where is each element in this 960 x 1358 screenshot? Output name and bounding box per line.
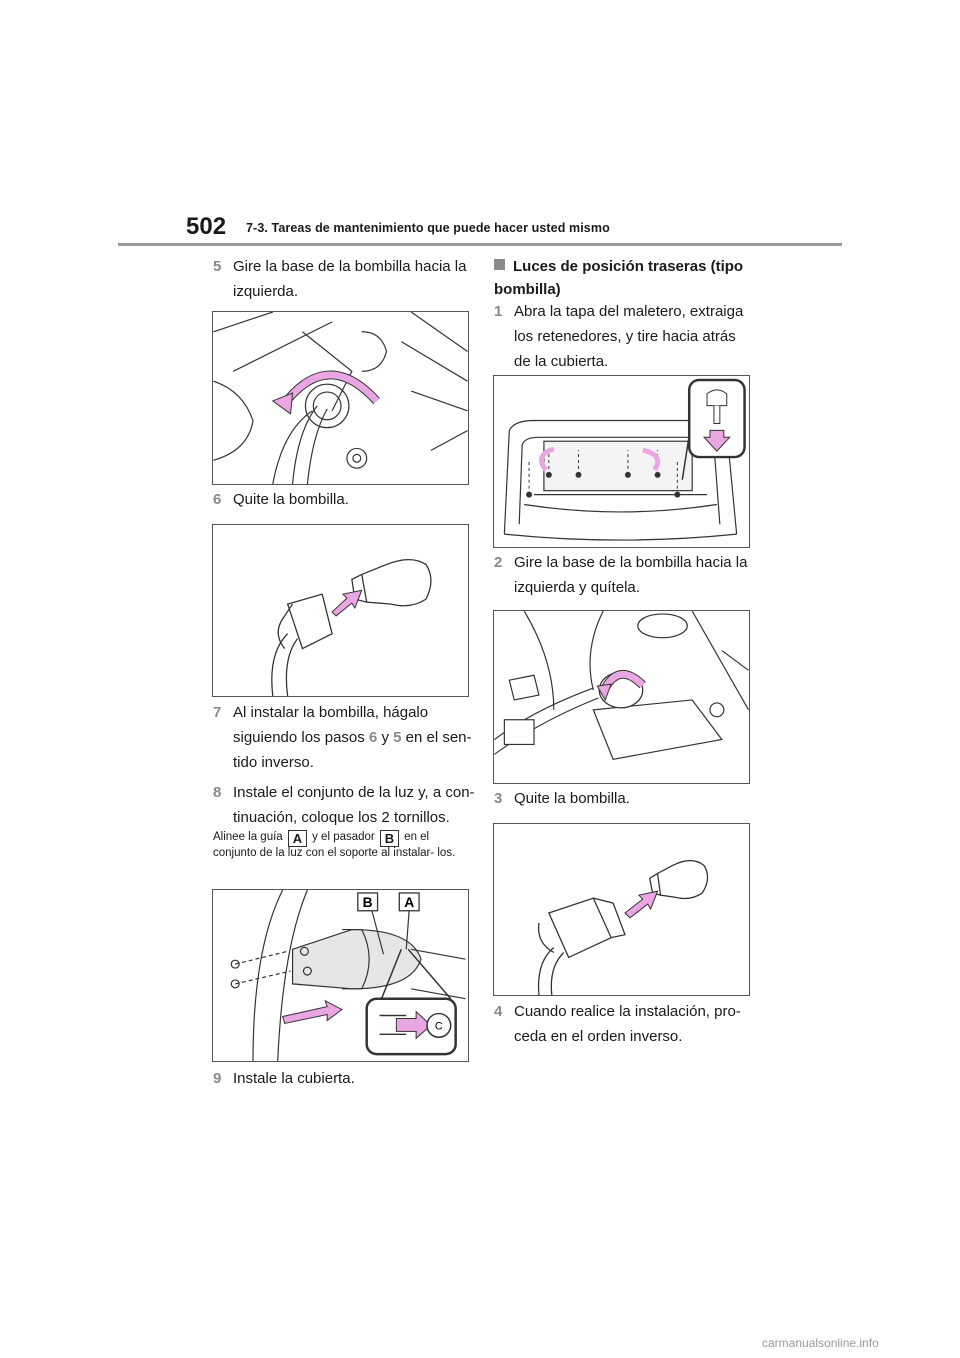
section-title: 7-3. Tareas de mantenimiento que puede h… [246, 221, 610, 235]
step-text: Quite la bombilla. [514, 790, 630, 807]
figure-twist-bulb-base [212, 311, 469, 485]
step-number: 1 [494, 303, 503, 320]
step-number: 2 [494, 554, 503, 571]
step-ref: 5 [393, 729, 402, 746]
figure-remove-bulb [212, 524, 469, 697]
step-text: en el sen- tido inverso. [233, 729, 472, 771]
step-4: 4 Cuando realice la instalación, pro- ce… [494, 999, 754, 1049]
tag-a: A [287, 830, 307, 847]
step-text: Gire la base de la bombilla hacia la izq… [233, 258, 467, 300]
step-2: 2 Gire la base de la bombilla hacia la i… [494, 550, 754, 600]
twist-illustration [213, 312, 468, 484]
note-text: Alinee la guía [213, 831, 283, 843]
figure-trunk-cover [493, 375, 750, 548]
note-text: y el pasador [312, 831, 375, 843]
note: Alinee la guía A y el pasador B en el co… [213, 830, 471, 860]
step-text: Cuando realice la instalación, pro- ceda… [514, 1003, 741, 1045]
step-text: Instale el conjunto de la luz y, a con- … [233, 784, 475, 826]
note-text: en el conjunto de la luz con el soporte … [213, 831, 456, 859]
square-bullet-icon [494, 259, 505, 270]
figure-install-light: C B A [212, 889, 469, 1062]
step-number: 6 [213, 491, 222, 508]
figure-remove-rear-bulb [493, 823, 750, 996]
step-3: 3 Quite la bombilla. [494, 786, 754, 811]
step-number: 7 [213, 704, 222, 721]
step-5: 5 Gire la base de la bombilla hacia la i… [213, 254, 475, 304]
step-text: Quite la bombilla. [233, 491, 349, 508]
section-heading: Luces de posición traseras (tipo bombill… [494, 258, 744, 298]
step-number: 9 [213, 1070, 222, 1087]
step-text: y [381, 729, 389, 746]
tag-b: B [379, 830, 399, 847]
label-c: C [435, 1020, 443, 1032]
step-number: 3 [494, 790, 503, 807]
label-b: B [363, 894, 373, 910]
step-6: 6 Quite la bombilla. [213, 487, 475, 512]
step-text: Gire la base de la bombilla hacia la izq… [514, 554, 748, 596]
step-text: Al instalar la bombilla, hágalo siguiend… [233, 704, 429, 746]
figure-remove-socket [493, 610, 750, 784]
step-number: 8 [213, 784, 222, 801]
watermark: carmanualsonline.info [762, 1336, 879, 1350]
step-text: Instale la cubierta. [233, 1070, 355, 1087]
socket-illustration [494, 611, 749, 760]
install-illustration: C B A [230, 890, 466, 1061]
label-a: A [404, 894, 414, 910]
step-number: 5 [213, 258, 222, 275]
step-9: 9 Instale la cubierta. [213, 1066, 475, 1091]
step-ref: 6 [368, 729, 378, 746]
step-7: 7 Al instalar la bombilla, hágalo siguie… [213, 700, 475, 775]
header-rule [118, 243, 842, 246]
step-1: 1 Abra la tapa del maletero, extraiga lo… [494, 299, 754, 374]
step-text: Abra la tapa del maletero, extraiga los … [514, 303, 744, 370]
step-number: 4 [494, 1003, 503, 1020]
step-8: 8 Instale el conjunto de la luz y, a con… [213, 780, 475, 830]
trunk-illustration [503, 378, 746, 541]
rear-bulb-illustration [537, 859, 709, 995]
remove-bulb-illustration [271, 558, 432, 696]
page-number: 502 [186, 213, 227, 240]
